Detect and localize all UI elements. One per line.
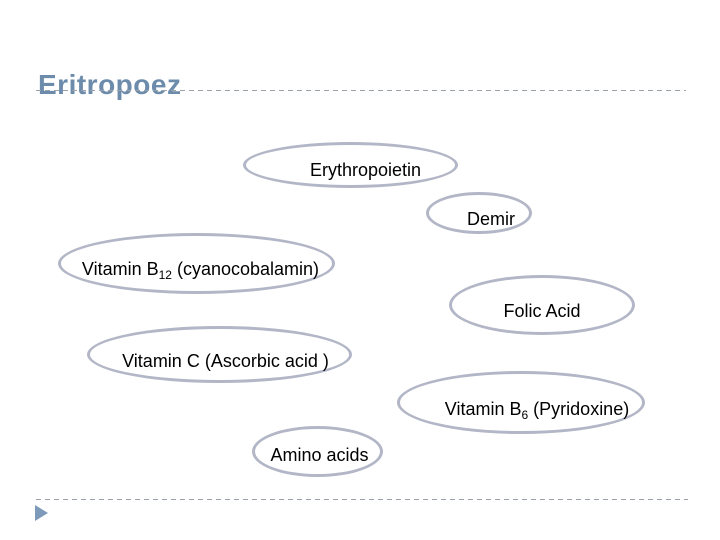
ellipse-label: Erythropoietin (309, 160, 422, 180)
ellipse-vitamin-b12: Vitamin B12 (cyanocobalamin) (58, 233, 335, 294)
ellipse-label: Folic Acid (503, 301, 581, 321)
ellipse-vitamin-b6: Vitamin B6 (Pyridoxine) (397, 371, 645, 434)
ellipse-label: Vitamin C (Ascorbic acid ) (122, 350, 329, 371)
ellipse-amino-acids: Amino acids (252, 426, 383, 477)
ellipse-label: Vitamin B6 (Pyridoxine) (444, 398, 630, 422)
ellipse-label: Amino acids (270, 444, 369, 465)
ellipse-demir: Demir (426, 192, 532, 234)
footer-divider-dashed-line (36, 499, 688, 500)
ellipse-label: Demir (467, 209, 515, 229)
triangle-right-icon (35, 505, 48, 521)
ellipse-folic-acid: Folic Acid (449, 275, 635, 335)
page-title: Eritropoez (38, 68, 182, 100)
ellipse-vitamin-c: Vitamin C (Ascorbic acid ) (87, 326, 352, 383)
ellipse-erythropoietin: Erythropoietin (243, 142, 458, 188)
ellipse-label: Vitamin B12 (cyanocobalamin) (81, 258, 320, 282)
title-divider-dashed-line (36, 90, 686, 91)
